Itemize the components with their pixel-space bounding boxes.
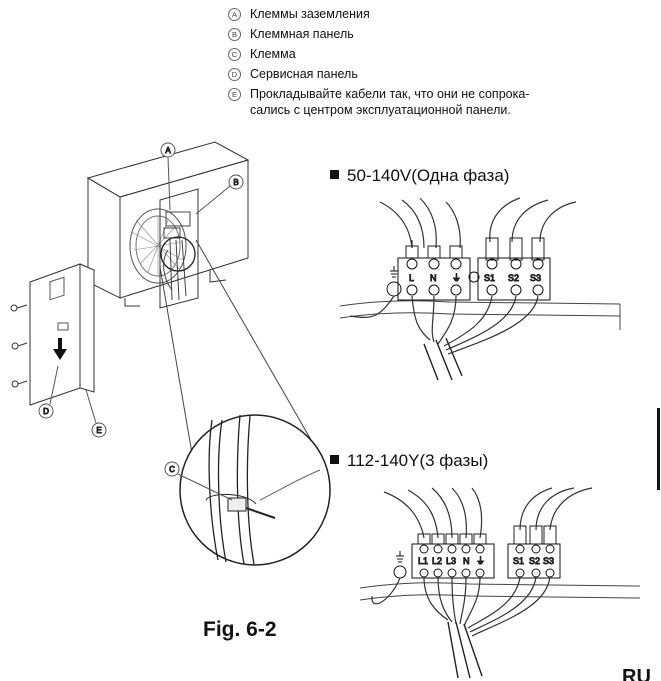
terminal-label-n: N	[430, 273, 437, 283]
terminal-label-s2: S2	[508, 273, 519, 283]
terminal-label-s2-3ph: S2	[529, 556, 540, 566]
section-title-single-phase-text: 50-140V(Одна фаза)	[347, 166, 510, 185]
terminal-label-n3: N	[463, 556, 470, 566]
callout-e-label: E	[96, 426, 101, 435]
figure-label: Fig. 6-2	[203, 618, 277, 641]
callout-a: A	[160, 142, 176, 211]
legend-marker-c: C	[228, 48, 241, 61]
section-title-three-phase: 112-140Y(3 фазы)	[330, 451, 488, 471]
terminal-label-earth3: ⏚	[476, 556, 485, 566]
legend-item-c: C Клемма	[228, 46, 648, 62]
section-title-single-phase: 50-140V(Одна фаза)	[330, 166, 509, 186]
legend-item-b: B Клеммная панель	[228, 26, 648, 42]
page-corner-label: RU	[622, 666, 651, 681]
service-panel	[29, 263, 95, 406]
terminal-block-single-phase: L N ⏚ S1 S2 S3	[339, 197, 621, 381]
terminal-label-l1: L1	[418, 556, 428, 566]
callout-b-label: B	[233, 178, 238, 187]
legend-marker-e: E	[228, 88, 241, 101]
section-title-three-phase-text: 112-140Y(3 фазы)	[347, 451, 489, 470]
terminal-label-s1: S1	[484, 273, 495, 283]
callout-c: C	[164, 461, 233, 501]
legend-marker-a: A	[228, 8, 241, 21]
terminal-block-three-phase: L1 L2 L3 N ⏚ S1 S2 S3	[359, 487, 641, 679]
callout-a-label: A	[165, 146, 171, 155]
terminal-label-l: L	[409, 273, 414, 283]
legend-item-a: A Клеммы заземления	[228, 6, 648, 22]
legend-text-b: Клеммная панель	[250, 27, 354, 41]
legend-text-a: Клеммы заземления	[250, 7, 370, 21]
terminal-label-earth: ⏚	[452, 273, 461, 283]
legend: A Клеммы заземления B Клеммная панель C …	[228, 6, 648, 122]
terminal-label-l3: L3	[446, 556, 456, 566]
arrow-down-icon	[53, 338, 67, 360]
legend-text-c: Клемма	[250, 47, 296, 61]
legend-item-d: D Сервисная панель	[228, 66, 648, 82]
callout-c-label: C	[169, 465, 175, 474]
callout-b: B	[195, 174, 244, 215]
legend-text-d: Сервисная панель	[250, 67, 358, 81]
legend-marker-b: B	[228, 28, 241, 41]
terminal-label-s3-3ph: S3	[543, 556, 554, 566]
callout-d-label: D	[43, 407, 49, 416]
terminal-label-s1-3ph: S1	[513, 556, 524, 566]
section-marker-bar	[657, 408, 660, 490]
callout-d: D	[38, 365, 59, 419]
bullet-square-icon	[330, 455, 339, 464]
bullet-square-icon	[330, 170, 339, 179]
legend-item-e: E Прокладывайте кабели так, что они не с…	[228, 86, 648, 118]
cable-clamp-detail	[159, 239, 331, 566]
terminal-label-s3: S3	[530, 273, 541, 283]
callout-e: E	[85, 389, 107, 438]
legend-marker-d: D	[228, 68, 241, 81]
screw-icon	[10, 304, 28, 388]
terminal-label-l2: L2	[432, 556, 442, 566]
legend-text-e: Прокладывайте кабели так, что они не соп…	[250, 87, 530, 117]
